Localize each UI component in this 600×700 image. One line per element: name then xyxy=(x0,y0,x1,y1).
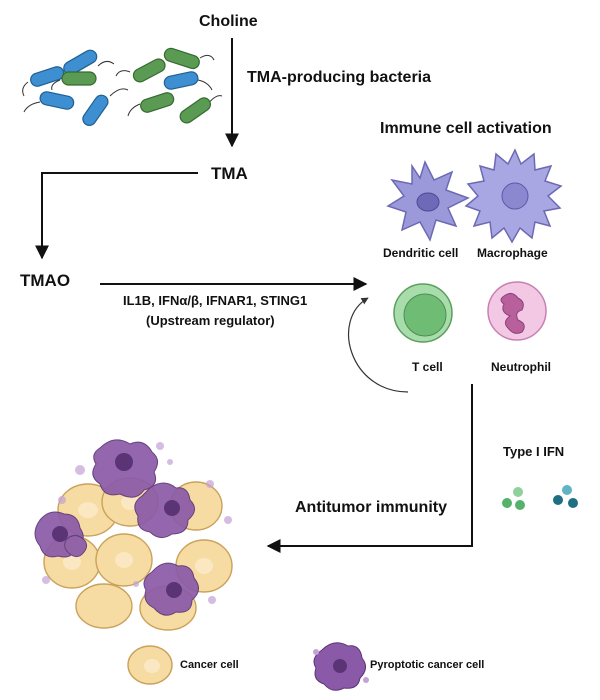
type-i-ifn-green-icon xyxy=(502,487,525,510)
bacterium-icon xyxy=(163,71,213,91)
bacterium-icon xyxy=(63,49,115,76)
type-i-ifn-label: Type I IFN xyxy=(503,444,565,459)
tmao-label: TMAO xyxy=(20,271,71,290)
regulators-label-line2: (Upstream regulator) xyxy=(146,313,275,328)
immune-activation-title: Immune cell activation xyxy=(380,120,552,137)
bacterium-icon xyxy=(127,92,175,117)
bacteria-cluster-icon xyxy=(22,47,223,126)
feedback-loop-arrow xyxy=(347,297,409,393)
antitumor-immunity-label: Antitumor immunity xyxy=(295,499,447,516)
bacterium-icon xyxy=(23,91,75,113)
dendritic-cell-label: Dendritic cell xyxy=(383,246,459,260)
t-cell-label: T cell xyxy=(412,360,443,374)
legend-pyroptotic-cell-icon xyxy=(313,642,369,691)
bacterium-icon xyxy=(179,95,223,124)
bacterium-icon xyxy=(115,58,166,83)
macrophage-icon xyxy=(464,148,563,244)
dendritic-cell-icon xyxy=(386,160,470,242)
bacteria-label: TMA-producing bacteria xyxy=(247,69,432,86)
tma-label: TMA xyxy=(211,164,248,183)
bacterium-icon xyxy=(22,66,65,97)
tma-to-tmao-arrow xyxy=(35,172,198,260)
neutrophil-label: Neutrophil xyxy=(491,360,551,374)
neutrophil-icon xyxy=(487,281,547,341)
regulators-label-line1: IL1B, IFNα/β, IFNAR1, STING1 xyxy=(123,293,308,308)
bacterium-icon xyxy=(163,47,215,70)
bacterium-icon xyxy=(82,88,129,126)
macrophage-label: Macrophage xyxy=(477,246,548,260)
bacterium-icon xyxy=(51,71,97,91)
tumor-mass-illustration xyxy=(34,439,233,631)
t-cell-icon xyxy=(393,283,453,343)
choline-label: Choline xyxy=(199,13,258,30)
legend-pyroptotic-cell-label: Pyroptotic cancer cell xyxy=(370,659,485,671)
legend-cancer-cell-icon xyxy=(127,645,173,685)
type-i-ifn-teal-icon xyxy=(553,485,578,508)
legend-cancer-cell-label: Cancer cell xyxy=(180,659,239,671)
immunity-to-tumor-arrow xyxy=(266,384,473,553)
